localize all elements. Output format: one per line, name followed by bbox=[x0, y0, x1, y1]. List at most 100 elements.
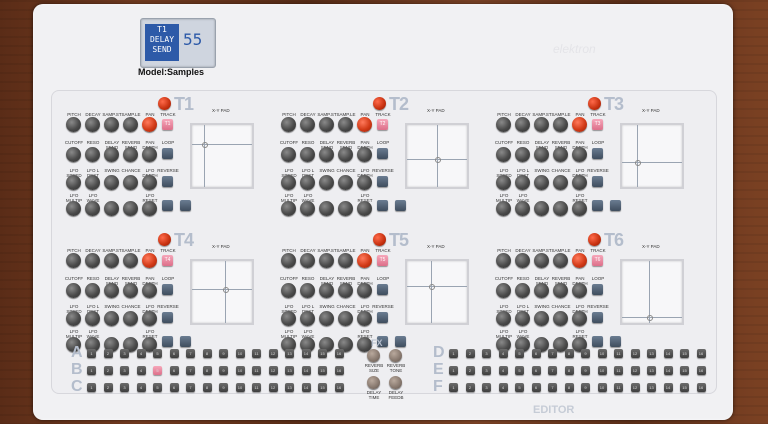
reverse-button[interactable] bbox=[592, 312, 603, 323]
step-button[interactable]: 14 bbox=[301, 383, 311, 392]
lfo-reset-button[interactable] bbox=[592, 200, 603, 211]
knob[interactable] bbox=[496, 283, 511, 298]
step-button[interactable]: 4 bbox=[498, 383, 508, 392]
step-button[interactable]: 7 bbox=[186, 349, 195, 358]
knob[interactable] bbox=[338, 175, 353, 190]
step-button[interactable]: 9 bbox=[219, 349, 228, 358]
xy-pad[interactable] bbox=[620, 259, 684, 325]
step-button[interactable]: 6 bbox=[531, 383, 541, 392]
knob[interactable] bbox=[319, 117, 334, 132]
knob[interactable] bbox=[338, 117, 353, 132]
step-button[interactable]: 16 bbox=[696, 349, 706, 358]
knob[interactable] bbox=[496, 175, 511, 190]
step-button[interactable]: 9 bbox=[219, 366, 228, 375]
step-button[interactable]: 10 bbox=[597, 349, 607, 358]
step-button[interactable]: 2 bbox=[103, 366, 113, 375]
step-button[interactable]: 16 bbox=[696, 366, 706, 375]
knob[interactable] bbox=[142, 147, 157, 162]
lfo-reset-button[interactable] bbox=[592, 336, 603, 347]
knob[interactable] bbox=[496, 201, 511, 216]
step-button[interactable]: 3 bbox=[482, 366, 491, 375]
step-button[interactable]: 11 bbox=[252, 366, 261, 375]
knob[interactable] bbox=[553, 147, 568, 162]
step-button[interactable]: 6 bbox=[169, 383, 179, 392]
knob[interactable] bbox=[281, 175, 296, 190]
track-select-led[interactable] bbox=[158, 97, 171, 110]
step-button[interactable]: 15 bbox=[680, 366, 689, 375]
step-button[interactable]: 7 bbox=[548, 349, 557, 358]
knob[interactable] bbox=[281, 201, 296, 216]
knob[interactable] bbox=[553, 175, 568, 190]
step-button[interactable]: 13 bbox=[285, 366, 294, 375]
knob[interactable] bbox=[319, 175, 334, 190]
step-button[interactable]: 9 bbox=[581, 366, 590, 375]
knob[interactable] bbox=[281, 311, 296, 326]
track-select-led[interactable] bbox=[373, 233, 386, 246]
step-button[interactable]: 15 bbox=[318, 366, 327, 375]
track-button[interactable]: T1 bbox=[162, 119, 173, 130]
step-button[interactable]: 5 bbox=[515, 349, 524, 358]
knob[interactable] bbox=[123, 175, 138, 190]
step-button[interactable]: 11 bbox=[614, 349, 623, 358]
knob[interactable] bbox=[357, 147, 372, 162]
knob[interactable] bbox=[572, 117, 587, 132]
step-button[interactable]: 7 bbox=[186, 366, 195, 375]
knob[interactable] bbox=[319, 253, 334, 268]
step-button[interactable]: 12 bbox=[630, 366, 640, 375]
knob[interactable] bbox=[142, 117, 157, 132]
step-button[interactable]: 6 bbox=[169, 349, 179, 358]
xy-pad[interactable] bbox=[405, 123, 469, 189]
extra-button[interactable] bbox=[395, 200, 406, 211]
knob[interactable] bbox=[357, 201, 372, 216]
reverse-button[interactable] bbox=[592, 176, 603, 187]
knob[interactable] bbox=[66, 147, 81, 162]
knob[interactable] bbox=[338, 311, 353, 326]
knob[interactable] bbox=[515, 283, 530, 298]
lfo-reset-button[interactable] bbox=[377, 200, 388, 211]
knob[interactable] bbox=[515, 147, 530, 162]
step-button[interactable]: 2 bbox=[465, 366, 475, 375]
knob[interactable] bbox=[142, 201, 157, 216]
knob[interactable] bbox=[142, 175, 157, 190]
knob[interactable] bbox=[142, 253, 157, 268]
track-select-led[interactable] bbox=[588, 97, 601, 110]
knob[interactable] bbox=[319, 337, 334, 352]
knob[interactable] bbox=[572, 311, 587, 326]
knob[interactable] bbox=[300, 117, 315, 132]
step-button[interactable]: 9 bbox=[219, 383, 228, 392]
step-button[interactable]: 16 bbox=[334, 349, 344, 358]
knob[interactable] bbox=[357, 311, 372, 326]
knob[interactable] bbox=[357, 337, 372, 352]
knob[interactable] bbox=[123, 337, 138, 352]
knob[interactable] bbox=[534, 337, 549, 352]
step-button[interactable]: 1 bbox=[449, 383, 458, 392]
knob[interactable] bbox=[300, 283, 315, 298]
knob[interactable] bbox=[515, 117, 530, 132]
step-button[interactable]: 6 bbox=[531, 349, 541, 358]
reverse-button[interactable] bbox=[162, 312, 173, 323]
step-button[interactable]: 10 bbox=[597, 366, 607, 375]
reverse-button[interactable] bbox=[377, 312, 388, 323]
step-button[interactable]: 16 bbox=[334, 383, 344, 392]
knob[interactable] bbox=[496, 147, 511, 162]
step-button[interactable]: 13 bbox=[285, 349, 294, 358]
knob[interactable] bbox=[572, 147, 587, 162]
loop-button[interactable] bbox=[162, 284, 173, 295]
step-button[interactable]: 4 bbox=[136, 383, 146, 392]
xy-pad[interactable] bbox=[190, 123, 254, 189]
extra-button[interactable] bbox=[610, 200, 621, 211]
knob[interactable] bbox=[104, 311, 119, 326]
knob[interactable] bbox=[515, 311, 530, 326]
lfo-reset-button[interactable] bbox=[377, 336, 388, 347]
step-button[interactable]: 1 bbox=[87, 366, 96, 375]
step-button[interactable]: 7 bbox=[548, 383, 557, 392]
knob[interactable] bbox=[66, 117, 81, 132]
step-button[interactable]: 2 bbox=[103, 383, 113, 392]
step-button[interactable]: 2 bbox=[103, 349, 113, 358]
step-button[interactable]: 4 bbox=[136, 349, 146, 358]
knob[interactable] bbox=[281, 337, 296, 352]
step-button[interactable]: 11 bbox=[614, 383, 623, 392]
knob[interactable] bbox=[553, 253, 568, 268]
knob[interactable] bbox=[66, 283, 81, 298]
step-button[interactable]: 5 bbox=[153, 366, 162, 375]
